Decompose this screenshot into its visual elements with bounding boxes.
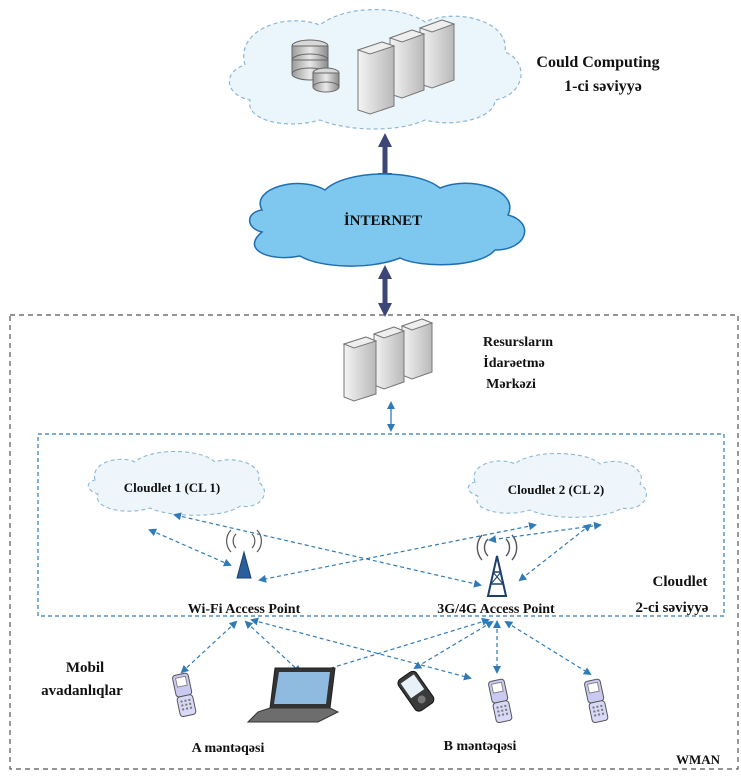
zone-b-label: B məntəqəsi — [444, 739, 517, 754]
management-line1: Resursların — [483, 335, 553, 350]
flip-phone-icon — [584, 678, 609, 724]
flip-phone-icon — [488, 678, 513, 724]
wifi-ap-label: Wi-Fi Access Point — [188, 602, 301, 617]
cloudlet-links — [148, 512, 602, 588]
internet-label: İNTERNET — [344, 212, 422, 229]
management-servers-icon — [342, 318, 434, 402]
cloud-computing-level: 1-ci səviyyə — [564, 78, 642, 95]
mobile-title-line2: avadanlıqlar — [41, 683, 123, 699]
cloudlet-level-title: Cloudlet — [652, 574, 707, 590]
mobile-title-line1: Mobil — [66, 660, 104, 676]
management-line3: Mərkəzi — [486, 377, 536, 392]
wman-boundary — [9, 314, 739, 770]
cloudlet-2-label: Cloudlet 2 (CL 2) — [508, 482, 604, 497]
internet-cloud — [248, 173, 526, 267]
cloudlet-level-level: 2-ci səviyyə — [636, 600, 709, 616]
cloud-servers-icon — [356, 19, 456, 115]
cloudlet-2-cloud — [467, 452, 647, 518]
cloudlet-region — [37, 433, 725, 617]
flip-phone-icon — [172, 672, 197, 718]
cloud-computing-title: Could Computing — [536, 54, 659, 71]
wifi-antenna-icon — [226, 529, 262, 579]
cloudlet-1-label: Cloudlet 1 (CL 1) — [124, 480, 220, 495]
wman-label: WMAN — [676, 752, 721, 767]
database-icon — [291, 39, 340, 93]
cell-ap-label: 3G/4G Access Point — [437, 602, 555, 617]
laptop-icon — [246, 667, 340, 723]
cell-tower-icon — [476, 534, 518, 597]
cloudlet-1-cloud — [87, 450, 265, 516]
management-line2: İdarəetmə — [483, 354, 544, 371]
pda-icon — [397, 670, 435, 712]
device-links — [180, 617, 592, 681]
zone-a-label: A məntəqəsi — [192, 741, 265, 756]
